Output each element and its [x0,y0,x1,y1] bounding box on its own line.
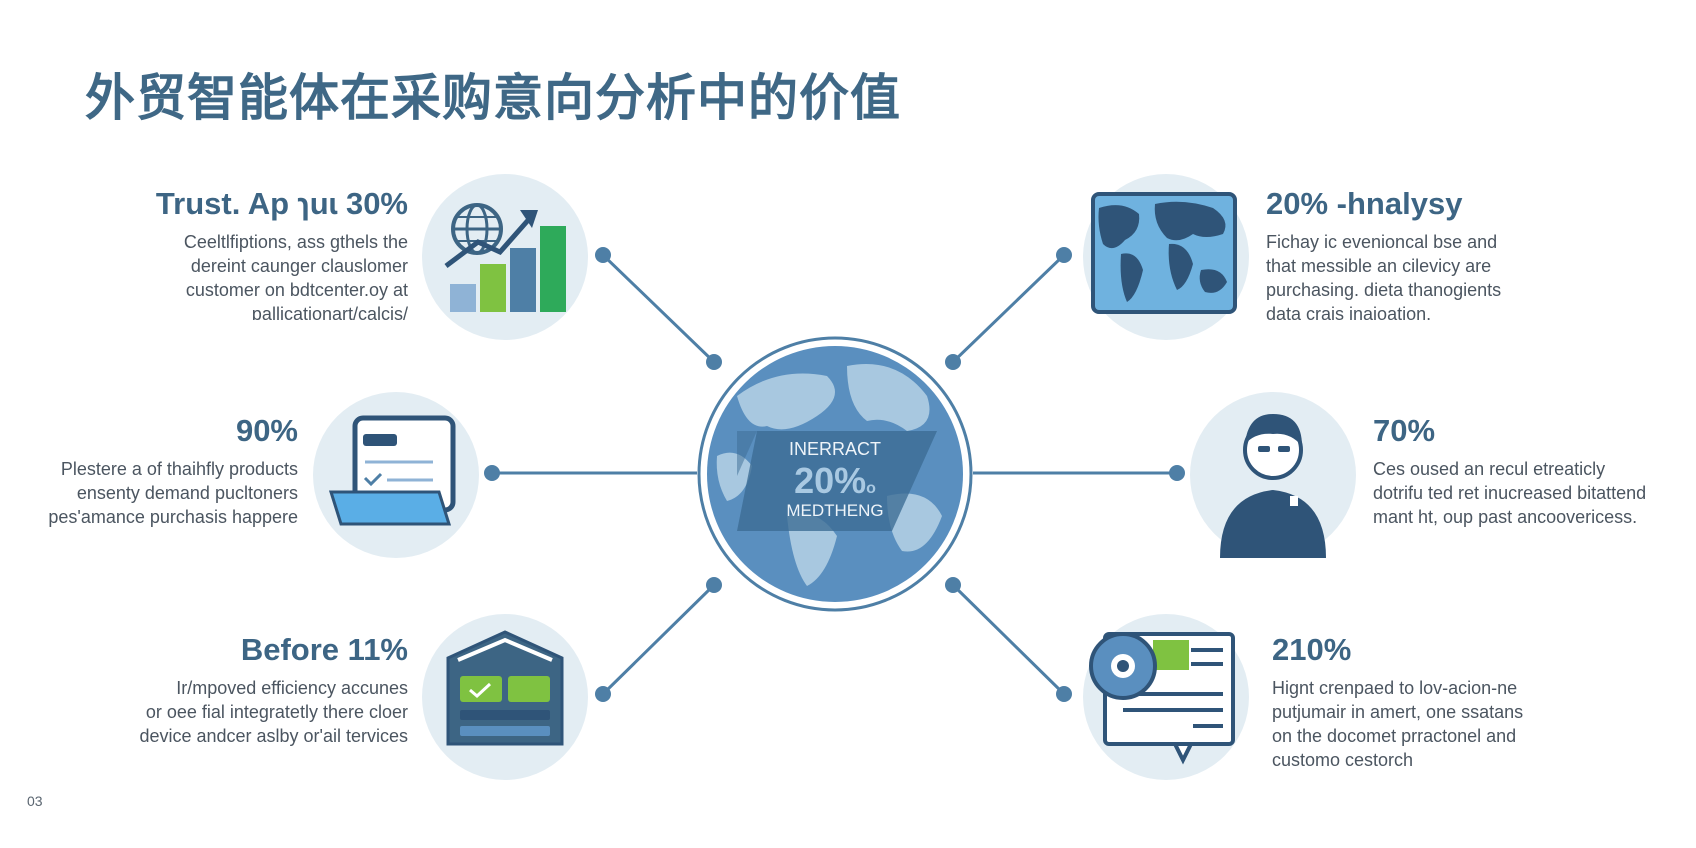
connector-node [706,354,722,370]
item-top-right: 20% -hnalysy Fichay ic evenioncal bse an… [1266,186,1666,326]
item-heading: Trust. Ap ɿuɩ 30% [155,186,408,221]
desc-line: Ces oused an recul etreaticly [1373,459,1606,479]
icon-circle-top-right [1083,174,1249,340]
world-map-icon [1091,192,1237,314]
center-value: 20%o [697,460,973,502]
connector-node [484,465,500,481]
person-silhouette-icon [1220,414,1326,558]
item-top-left: Trust. Ap ɿuɩ 30% Ceeltlfiptions, ass gt… [80,186,408,326]
connector-node [945,354,961,370]
desc-line: putjumair in amert, one ssatans [1272,702,1524,722]
connector-node [1056,247,1072,263]
gear-document-icon [1089,632,1235,765]
item-heading: 70% [1373,413,1436,448]
item-description: Ceeltlfiptions, ass gthels the dereint c… [80,230,408,326]
desc-line: device andcer aslby or'ail tervices [139,726,408,746]
desc-line: ɒallicationart/calcis/ [251,304,408,324]
desc-line: pes'amance purchasis happere [48,507,298,527]
item-description: Ces oused an recul etreaticly dotrifu te… [1373,457,1693,529]
connector-node [1169,465,1185,481]
center-value-number: 20% [794,460,867,501]
item-description: Fichay ic evenioncal bse and that messib… [1266,230,1666,326]
page-title: 外贸智能体在采购意向分析中的价值 [85,69,901,127]
item-description: Plestere a of thaihfly products ensenty … [0,457,298,529]
desc-line: Ceeltlfiptions, ass gthels the [183,232,408,252]
desc-line: that messible an cilevicy are [1266,256,1492,276]
desc-line: or oee fial integratetly there cloer [145,702,408,722]
desc-line: Fichay ic evenioncal bse and [1266,232,1498,252]
icon-circle-mid-left [313,392,479,558]
connector-node [945,577,961,593]
desc-line: Hignt crenpaed to lov-acion-ne [1272,678,1518,698]
item-mid-left: 90% Plestere a of thaihfly products ense… [0,413,298,529]
page-number: 03 [27,793,43,809]
desc-line: ensenty demand pucltoners [76,483,298,503]
device-dashboard-icon [446,630,564,746]
desc-line: purchasing. dieta thanogients [1266,280,1502,300]
globe-growth-chart-icon [444,203,566,312]
desc-line: dereint caunger clauslomer [190,256,408,276]
item-heading: Before 11% [240,632,408,667]
desc-line: Plestere a of thaihfly products [60,459,298,479]
desc-line: customo cestorch [1272,750,1414,770]
connector-node [706,577,722,593]
center-value-suffix: o [866,480,876,497]
globe-icon [697,336,973,612]
item-bottom-left: Before 11% Ir/mpoved efficiency accunes … [60,632,408,748]
icon-circle-top-left [422,174,588,340]
icon-circle-bottom-right [1083,614,1249,780]
desc-line: mant ht, oup past ancoovericess. [1373,507,1638,527]
connector-node [1056,686,1072,702]
item-mid-right: 70% Ces oused an recul etreaticly dotrif… [1373,413,1693,529]
item-heading: 20% -hnalysy [1266,186,1463,221]
connector-node [595,686,611,702]
item-description: Hignt crenpaed to lov-acion-ne putjumair… [1272,676,1652,772]
desc-line: data crais inaioation. [1266,304,1432,324]
laptop-document-icon [328,415,456,526]
item-heading: 90% [235,413,298,448]
desc-line: customer on bdtcenter.oy at [185,280,408,300]
center-globe: INERRACT 20%o MEDTHENG [697,336,973,612]
connector-node [595,247,611,263]
center-label-top: INERRACT [788,439,881,459]
desc-line: Ir/mpoved efficiency accunes [176,678,408,698]
item-heading: 210% [1272,632,1352,667]
item-bottom-right: 210% Hignt crenpaed to lov-acion-ne putj… [1272,632,1652,772]
icon-circle-mid-right [1190,392,1356,558]
icon-circle-bottom-left [422,614,588,780]
center-label-bottom: MEDTHENG [786,501,884,520]
desc-line: dotrifu ted ret inucreased bitattend [1373,483,1647,503]
desc-line: on the docomet prractonel and [1272,726,1517,746]
item-description: Ir/mpoved efficiency accunes or oee fial… [60,676,408,748]
